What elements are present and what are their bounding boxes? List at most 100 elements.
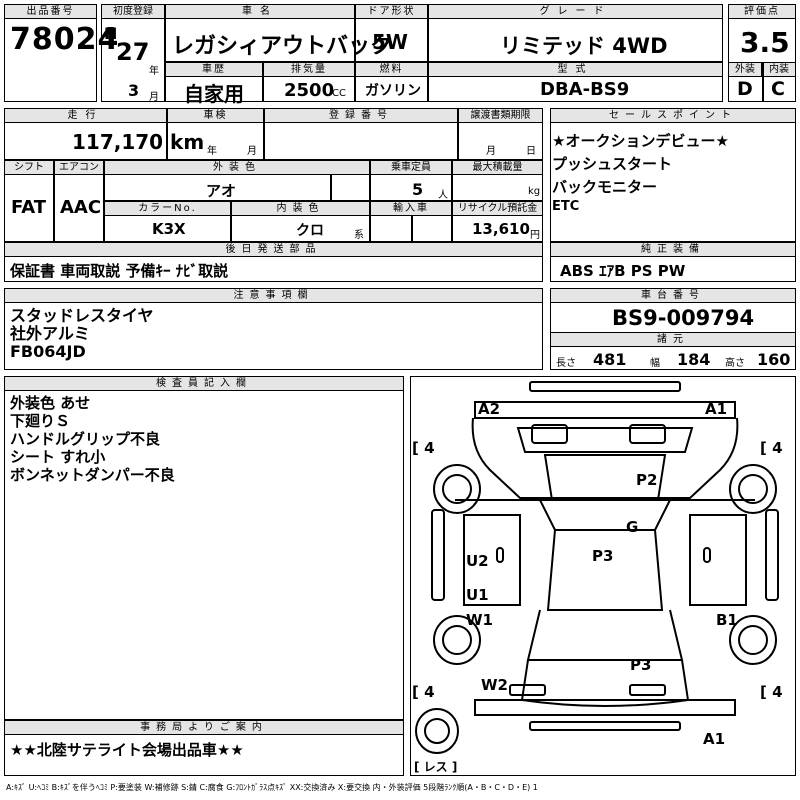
- first-reg-label: 初度登録: [101, 4, 165, 19]
- length: 481: [593, 350, 627, 369]
- office-label: 事務局よりご案内: [4, 720, 404, 735]
- legend: A:ｷｽﾞ U:ﾍｺﾐ B:ｷｽﾞを伴うﾍｺﾐ P:要塗装 W:補修跡 S:錆 …: [6, 783, 538, 792]
- damage-u2: U2: [466, 552, 489, 570]
- capacity: 5: [412, 180, 424, 199]
- tire-value: 4: [772, 439, 783, 457]
- spare-tire: [ レス ]: [414, 760, 458, 774]
- reg-no-label: 登録番号: [264, 108, 458, 123]
- color-no: K3X: [152, 220, 186, 238]
- history: 自家用: [184, 82, 244, 106]
- office-message: ★★北陸サテライト会場出品車★★: [10, 741, 244, 759]
- inspector-notes: 外装色 あせ 下廻りＳ ハンドルグリップ不良 シート すれ小 ボンネットダンパー…: [10, 394, 175, 484]
- era: H: [104, 24, 118, 43]
- divider: [762, 62, 764, 102]
- fuel-label: 燃料: [355, 62, 428, 77]
- history-label: 車歴: [165, 62, 263, 77]
- door-type: 5W: [372, 30, 408, 54]
- score-label: 評価点: [728, 4, 796, 19]
- recycle-label: リサイクル預託金: [452, 201, 543, 216]
- int-grade: C: [771, 78, 785, 100]
- notes-label: 注意事項欄: [4, 288, 543, 303]
- transfer-label: 譲渡書類期限: [458, 108, 543, 123]
- car-name-label: 車名: [165, 4, 355, 19]
- grade-label: グレード: [428, 4, 723, 19]
- sales-point-4: ETC: [552, 199, 580, 214]
- displacement: 2500: [284, 80, 335, 101]
- damage-p2: P2: [636, 471, 658, 489]
- cc-unit: CC: [332, 88, 346, 99]
- lot-label: 出品番号: [4, 4, 97, 19]
- ext-color: アオ: [206, 182, 237, 200]
- grade: リミテッド 4WD: [500, 34, 668, 58]
- int-color: クロ: [296, 223, 324, 239]
- ext-label: 外装: [728, 62, 762, 77]
- capacity-label: 乗車定員: [370, 160, 452, 175]
- displacement-label: 排気量: [263, 62, 355, 77]
- inspection-year: 年: [207, 146, 217, 157]
- height-label: 高さ: [725, 358, 745, 369]
- int-color-label: 内装色: [231, 201, 370, 216]
- ext-grade: D: [737, 78, 753, 100]
- aircon-label: エアコン: [54, 160, 104, 175]
- fuel: ガソリン: [365, 83, 421, 99]
- inspector-label: 検査員記入欄: [4, 376, 404, 391]
- lot-number: 78024: [10, 22, 120, 57]
- reg-month: 3: [128, 81, 140, 100]
- damage-b1: B1: [716, 611, 738, 629]
- damage-a1-front: A1: [705, 400, 728, 418]
- color-no-label: カラーNo.: [104, 201, 231, 216]
- chassis-label: 車台番号: [550, 288, 796, 303]
- damage-a2: A2: [478, 400, 501, 418]
- genuine: ABS ｴｱB PS PW: [560, 262, 686, 280]
- tire-value: 4: [424, 439, 435, 457]
- recycle-unit: 円: [530, 230, 540, 241]
- sales-point-label: セールスポイント: [550, 108, 796, 123]
- divider: [411, 216, 413, 242]
- tire-rear-right: [ 4: [760, 683, 783, 701]
- sales-point-3: バックモニター: [552, 178, 658, 196]
- later-docs: 保証書 車両取説 予備ｷｰ ﾅﾋﾞ取説: [10, 262, 229, 280]
- genuine-label: 純正装備: [550, 242, 796, 257]
- damage-w2: W2: [481, 676, 508, 694]
- tire-rear-left: [ 4: [412, 683, 435, 701]
- shift-label: シフト: [4, 160, 54, 175]
- damage-diagram: [410, 376, 796, 776]
- damage-g: G: [626, 518, 639, 536]
- tire-front-left: [ 4: [412, 439, 435, 457]
- height: 160: [757, 350, 791, 369]
- int-label: 内装: [762, 62, 796, 77]
- specs-label: 諸元: [550, 332, 796, 347]
- damage-p3-rear: P3: [630, 656, 652, 674]
- notes: スタッドレスタイヤ 社外アルミ FB064JD: [10, 306, 154, 361]
- damage-u1: U1: [466, 586, 489, 604]
- spare-value: レス: [423, 760, 448, 774]
- mileage-label: 走行: [4, 108, 167, 123]
- recycle: 13,610: [472, 220, 530, 238]
- tire-front-right: [ 4: [760, 439, 783, 457]
- tire-value: 4: [424, 683, 435, 701]
- model: DBA-BS9: [540, 79, 630, 100]
- transfer-month: 月: [486, 146, 496, 157]
- capacity-unit: 人: [438, 190, 448, 201]
- inspection-label: 車検: [167, 108, 264, 123]
- score: 3.5: [740, 26, 790, 59]
- aircon: AAC: [60, 197, 102, 218]
- sales-point-1: ★オークションデビュー★: [552, 132, 729, 150]
- chassis-number: BS9-009794: [612, 306, 755, 330]
- shift: FAT: [11, 197, 47, 218]
- width: 184: [677, 350, 711, 369]
- transfer-day: 日: [526, 146, 536, 157]
- inspection-month: 月: [247, 146, 257, 157]
- divider: [330, 175, 332, 201]
- width-label: 幅: [650, 358, 660, 369]
- import-label: 輸入車: [370, 201, 452, 216]
- damage-p3-mid: P3: [592, 547, 614, 565]
- ext-color-label: 外装色: [104, 160, 370, 175]
- model-label: 型式: [428, 62, 723, 77]
- door-label: ドア形状: [355, 4, 428, 19]
- load-label: 最大積載量: [452, 160, 543, 175]
- reg-year: 27: [116, 38, 150, 66]
- year-unit: 年: [149, 66, 159, 77]
- month-unit: 月: [149, 92, 159, 103]
